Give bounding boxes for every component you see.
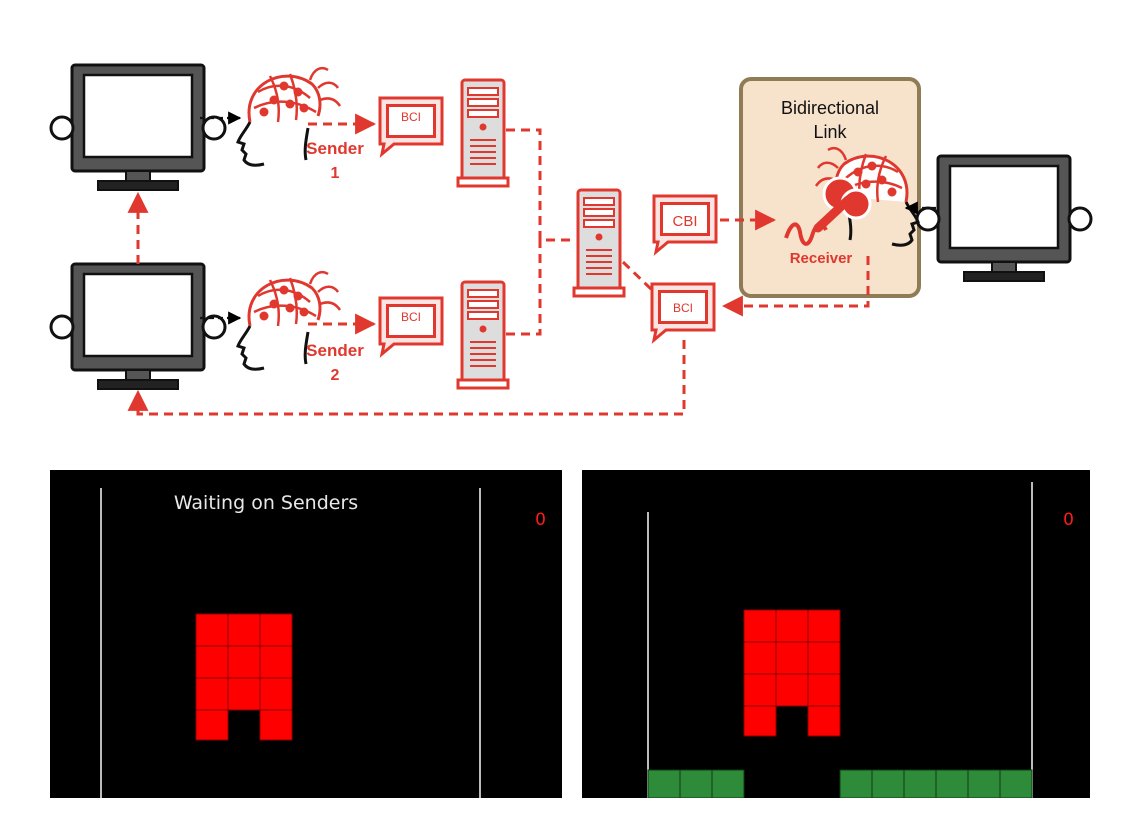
cbi-label: CBI	[672, 213, 697, 230]
falling-block	[195, 613, 293, 741]
link-tower1-to-central	[506, 128, 574, 242]
bci-screen-icon	[378, 96, 444, 156]
cbi-screen-icon	[652, 194, 718, 256]
link-tower2-to-central	[506, 240, 542, 336]
bci-label-sender2: BCI	[401, 310, 421, 324]
link-box-title-line1: Bidirectional	[781, 98, 879, 118]
bci-screen-icon	[378, 296, 444, 356]
game-screen-right: 0	[582, 470, 1090, 798]
monitor-icon	[49, 63, 227, 192]
brain-network-diagram: Bidirectional Link BCI BCI CBI BCI Sende…	[49, 63, 1093, 416]
computer-tower-icon	[456, 280, 510, 390]
falling-block	[743, 609, 841, 737]
arrow-bci-to-monitor2	[127, 340, 686, 416]
tms-coil-icon	[784, 176, 872, 246]
sender1-label: Sender	[306, 139, 364, 158]
arrow-receiver-to-bci	[721, 256, 870, 317]
ground-row	[647, 769, 1033, 798]
score-counter: 0	[1063, 510, 1074, 530]
game-screen-left: Waiting on Senders 0	[50, 470, 562, 798]
monitor-icon	[49, 262, 227, 391]
computer-tower-icon	[456, 78, 510, 188]
game-board-left	[100, 488, 481, 798]
sender2-number: 2	[331, 367, 340, 384]
game-board-right	[647, 482, 1033, 798]
receiver-label: Receiver	[790, 250, 853, 267]
sender2-label: Sender	[306, 341, 364, 360]
computer-tower-icon	[572, 188, 626, 298]
bci-label-sender1: BCI	[401, 110, 421, 124]
bci-screen-icon	[650, 282, 716, 344]
link-box-title-line2: Link	[813, 122, 847, 142]
bci-label-receiver: BCI	[673, 301, 693, 315]
monitor-icon	[915, 154, 1093, 283]
status-text: Waiting on Senders	[173, 492, 359, 514]
link-central-to-bci	[621, 260, 654, 292]
score-counter: 0	[535, 510, 546, 530]
sender1-number: 1	[331, 165, 340, 182]
